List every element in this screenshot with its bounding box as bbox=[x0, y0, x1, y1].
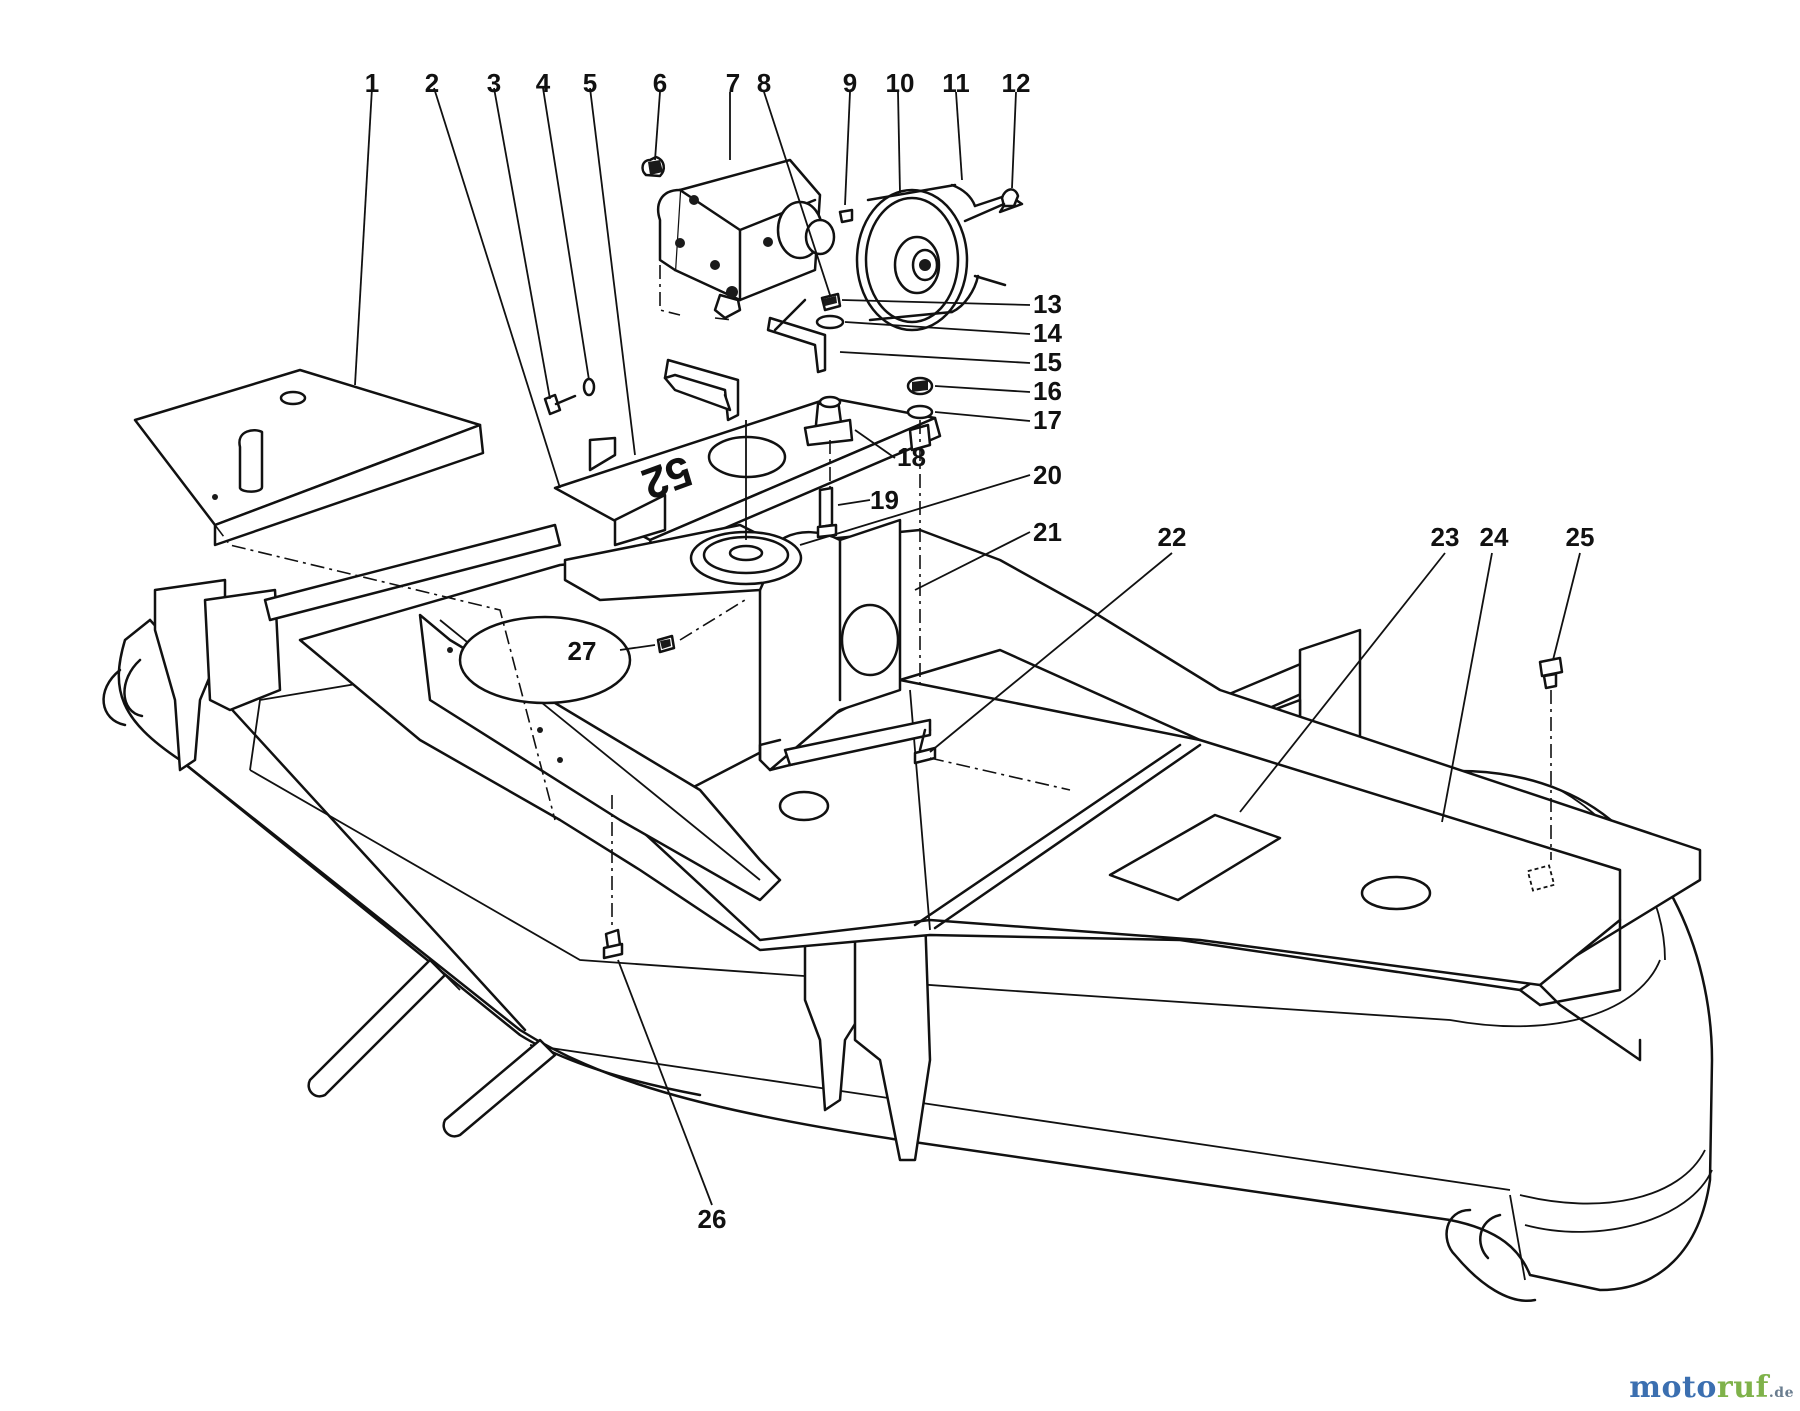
callout-2: 2 bbox=[425, 68, 439, 98]
callout-17: 17 bbox=[1033, 405, 1062, 435]
spindle-housing bbox=[758, 518, 932, 772]
leader-lines bbox=[354, 87, 1581, 1206]
callout-1: 1 bbox=[365, 68, 379, 98]
callout-5: 5 bbox=[583, 68, 597, 98]
callout-8: 8 bbox=[757, 68, 771, 98]
left-rail bbox=[418, 613, 782, 902]
callout-19: 19 bbox=[870, 485, 899, 515]
belt-pulley bbox=[855, 183, 1024, 332]
watermark-part1: moto bbox=[1629, 1370, 1717, 1405]
callout-3: 3 bbox=[487, 68, 501, 98]
callout-26: 26 bbox=[698, 1204, 727, 1234]
belt-shield bbox=[133, 368, 556, 821]
hardware bbox=[543, 188, 1564, 960]
callout-27: 27 bbox=[568, 636, 597, 666]
callout-10: 10 bbox=[886, 68, 915, 98]
callout-labels: 1 2 3 4 5 6 7 8 9 10 11 12 13 14 15 16 1… bbox=[365, 68, 1595, 1234]
callout-14: 14 bbox=[1033, 318, 1062, 348]
callout-4: 4 bbox=[536, 68, 551, 98]
watermark-logo: motoruf.de bbox=[1629, 1370, 1794, 1405]
callout-15: 15 bbox=[1033, 347, 1062, 377]
callout-9: 9 bbox=[843, 68, 857, 98]
callout-22: 22 bbox=[1158, 522, 1187, 552]
watermark-part2: ruf bbox=[1716, 1370, 1769, 1405]
callout-12: 12 bbox=[1002, 68, 1031, 98]
callout-6: 6 bbox=[653, 68, 667, 98]
callout-13: 13 bbox=[1033, 289, 1062, 319]
callout-7: 7 bbox=[726, 68, 740, 98]
watermark-tld: .de bbox=[1768, 1385, 1794, 1401]
callout-24: 24 bbox=[1480, 522, 1509, 552]
callout-11: 11 bbox=[942, 68, 970, 98]
callout-18: 18 bbox=[897, 442, 926, 472]
callout-25: 25 bbox=[1566, 522, 1595, 552]
deck-pulley bbox=[689, 420, 803, 586]
callout-16: 16 bbox=[1033, 376, 1062, 406]
gearbox bbox=[641, 155, 836, 321]
callout-23: 23 bbox=[1431, 522, 1460, 552]
callout-21: 21 bbox=[1033, 517, 1062, 547]
callout-20: 20 bbox=[1033, 460, 1062, 490]
decal bbox=[1108, 813, 1282, 902]
